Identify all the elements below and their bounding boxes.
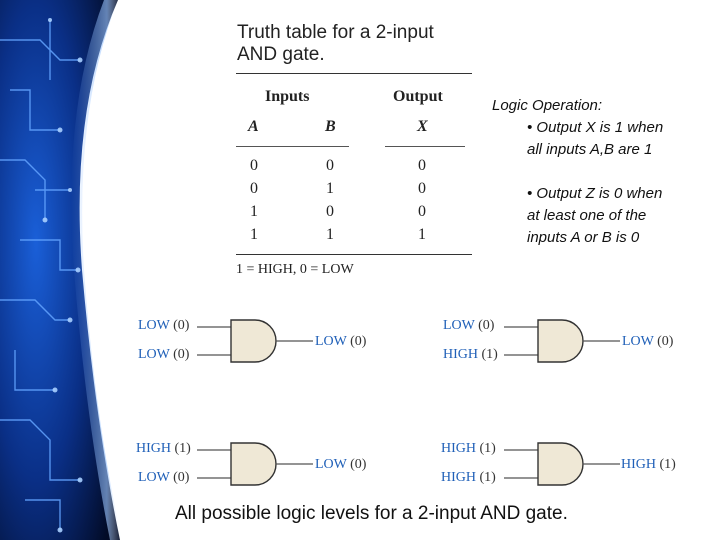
cell-x: 1 xyxy=(418,226,426,243)
gate-4-output-label: HIGH (1) xyxy=(621,457,676,472)
column-x-header: X xyxy=(417,118,428,135)
cell-b: 1 xyxy=(326,180,334,197)
cell-a: 1 xyxy=(250,203,258,220)
gate-1-input-2-label: LOW (0) xyxy=(138,347,190,362)
and-gate-symbol xyxy=(197,319,313,363)
spacer xyxy=(492,161,663,183)
cell-a: 0 xyxy=(250,157,258,174)
bullet-1-line-2: all inputs A,B are 1 xyxy=(527,141,653,158)
gate-4-input-2-label: HIGH (1) xyxy=(441,470,496,485)
bullet-2-line-1: • Output Z is 0 when xyxy=(527,185,663,202)
gate-4-input-1-label: HIGH (1) xyxy=(441,441,496,456)
cell-a: 0 xyxy=(250,180,258,197)
and-gate-symbol xyxy=(504,319,620,363)
column-a-header: A xyxy=(248,118,259,135)
table-top-rule xyxy=(236,73,472,74)
bullet-2-line-2: at least one of the xyxy=(527,207,647,224)
table-legend: 1 = HIGH, 0 = LOW xyxy=(236,262,354,277)
cell-b: 1 xyxy=(326,226,334,243)
inputs-header: Inputs xyxy=(265,88,310,105)
cell-x: 0 xyxy=(418,157,426,174)
gate-2-input-2-label: HIGH (1) xyxy=(443,347,498,362)
gate-1-input-1-label: LOW (0) xyxy=(138,318,190,333)
gate-3-input-2-label: LOW (0) xyxy=(138,470,190,485)
cell-x: 0 xyxy=(418,180,426,197)
cell-x: 0 xyxy=(418,203,426,220)
and-gate-symbol xyxy=(504,442,620,486)
output-underline xyxy=(385,146,465,147)
logic-heading: Logic Operation: xyxy=(492,97,603,114)
gate-1-output-label: LOW (0) xyxy=(315,334,367,349)
and-gate-symbol xyxy=(197,442,313,486)
column-b-header: B xyxy=(325,118,336,135)
cell-b: 0 xyxy=(326,203,334,220)
truth-table-title: Truth table for a 2-input AND gate. xyxy=(237,22,434,65)
figure-caption: All possible logic levels for a 2-input … xyxy=(175,503,568,524)
table-bottom-rule xyxy=(236,254,472,255)
inputs-underline xyxy=(236,146,349,147)
gate-2-output-label: LOW (0) xyxy=(622,334,674,349)
logic-operation-notes: Logic Operation: • Output X is 1 when al… xyxy=(492,95,663,249)
gate-3-input-1-label: HIGH (1) xyxy=(136,441,191,456)
gate-3-output-label: LOW (0) xyxy=(315,457,367,472)
cell-b: 0 xyxy=(326,157,334,174)
output-header: Output xyxy=(393,88,443,105)
gate-2-input-1-label: LOW (0) xyxy=(443,318,495,333)
cell-a: 1 xyxy=(250,226,258,243)
bullet-1-line-1: • Output X is 1 when xyxy=(527,119,664,136)
bullet-2-line-3: inputs A or B is 0 xyxy=(527,229,640,246)
